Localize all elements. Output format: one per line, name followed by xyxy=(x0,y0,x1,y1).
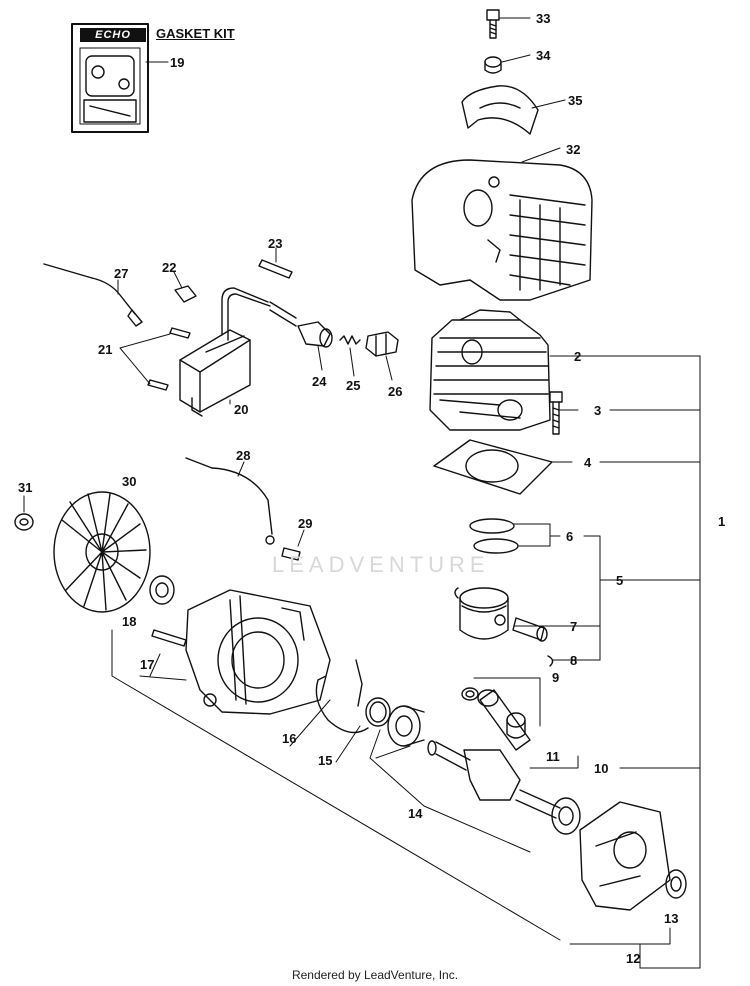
screw-29 xyxy=(281,547,301,561)
watermark: LEADVENTURE xyxy=(272,552,490,577)
callout-11: 11 xyxy=(546,749,560,764)
callout-3: 3 xyxy=(594,403,602,418)
callout-6: 6 xyxy=(566,529,574,544)
snap-ring-15 xyxy=(365,697,391,727)
spark-plug-26 xyxy=(365,331,399,357)
callout-24: 24 xyxy=(312,374,327,389)
cover-35 xyxy=(461,85,539,135)
circlip xyxy=(454,587,459,599)
crankcase-main xyxy=(185,589,331,715)
crankcase-12 xyxy=(579,801,671,911)
bolt-3 xyxy=(549,391,563,435)
callout-12: 12 xyxy=(626,951,641,966)
bearing-9 xyxy=(461,687,479,701)
bearing-18 xyxy=(149,575,175,605)
part-22 xyxy=(174,285,197,303)
cylinder-cover-32 xyxy=(411,159,593,301)
callout-13: 13 xyxy=(664,911,679,926)
callout-2: 2 xyxy=(574,349,582,364)
plug-cap-24 xyxy=(297,321,333,348)
echo-logo: ECHO xyxy=(80,28,146,42)
callout-20: 20 xyxy=(234,402,249,417)
wrist-pin-7 xyxy=(512,617,548,642)
callout-30: 30 xyxy=(122,474,137,489)
washer-34 xyxy=(484,56,502,68)
callout-34: 34 xyxy=(536,48,551,63)
bolt-33 xyxy=(486,9,500,39)
callout-16: 16 xyxy=(282,731,297,746)
cylinder-2 xyxy=(429,309,551,431)
bearing-14 xyxy=(387,705,425,747)
callout-27: 27 xyxy=(114,266,129,281)
needle-bearing-11 xyxy=(506,712,526,739)
bearing-13-right xyxy=(551,797,581,835)
callout-15: 15 xyxy=(318,753,333,768)
callout-23: 23 xyxy=(268,236,283,251)
callout-32: 32 xyxy=(566,142,581,157)
piston-rings-6 xyxy=(469,518,519,554)
callout-33: 33 xyxy=(536,11,551,26)
callout-10: 10 xyxy=(594,761,609,776)
piston xyxy=(459,587,509,640)
wire-27 xyxy=(43,263,143,327)
seal-13 xyxy=(665,869,687,899)
spring-25 xyxy=(339,335,361,345)
callout-1: 1 xyxy=(718,514,726,529)
callout-25: 25 xyxy=(346,378,361,393)
footer-credit: Rendered by LeadVenture, Inc. xyxy=(291,968,459,982)
ignition-coil-20 xyxy=(179,287,297,417)
callout-31: 31 xyxy=(18,480,33,495)
callout-29: 29 xyxy=(298,516,313,531)
callout-9: 9 xyxy=(552,670,560,685)
callout-14: 14 xyxy=(408,806,423,821)
callout-22: 22 xyxy=(162,260,177,275)
screws-21 xyxy=(147,327,191,391)
callout-8: 8 xyxy=(570,653,578,668)
gasket-16 xyxy=(315,659,369,734)
wire-28 xyxy=(185,457,275,545)
circlip-8 xyxy=(547,655,554,667)
callout-17: 17 xyxy=(140,657,155,672)
callout-28: 28 xyxy=(236,448,251,463)
callout-18: 18 xyxy=(122,614,137,629)
gasket-kit-title: GASKET KIT xyxy=(156,26,235,41)
callout-7: 7 xyxy=(570,619,578,634)
bolt-17 xyxy=(151,629,187,647)
callout-4: 4 xyxy=(584,455,592,470)
callout-26: 26 xyxy=(388,384,403,399)
callout-21: 21 xyxy=(98,342,113,357)
callout-19: 19 xyxy=(170,55,185,70)
callout-35: 35 xyxy=(568,93,583,108)
gasket-kit-box xyxy=(71,23,149,133)
pin-23 xyxy=(258,259,293,279)
callout-5: 5 xyxy=(616,573,624,588)
nut-31 xyxy=(14,513,34,531)
flywheel-30 xyxy=(53,491,151,613)
gasket-4 xyxy=(433,439,553,495)
crankshaft-10 xyxy=(427,689,561,819)
